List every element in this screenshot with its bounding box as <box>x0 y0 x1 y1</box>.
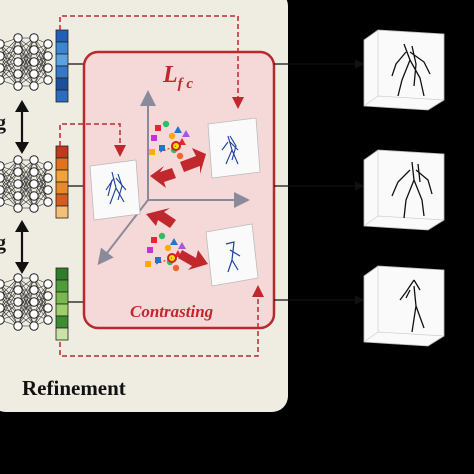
dashed-arrow-mid <box>59 123 126 157</box>
skeleton-3d-icon-bot <box>363 265 445 347</box>
skeleton-3d-icon-top <box>363 29 445 111</box>
block-arrow-icon-3 <box>146 208 176 228</box>
refinement-label: Refinement <box>22 376 126 400</box>
neural-net-icon-mid <box>0 155 53 213</box>
g-fragment-top: g <box>0 112 6 134</box>
feature-scatter-icon-lower <box>145 232 186 272</box>
feature-scatter-icon-upper <box>149 120 190 160</box>
contrasting-label: Contrasting <box>130 302 214 321</box>
feature-vector-top <box>55 29 69 103</box>
block-arrow-icon-2 <box>180 148 206 174</box>
block-arrow-icon-4 <box>178 250 208 270</box>
neural-net-icon-bot <box>0 273 53 331</box>
block-arrow-icon-1 <box>150 166 176 188</box>
double-arrow-icon-lower <box>15 220 29 274</box>
neural-net-icon-top <box>0 33 53 91</box>
dashed-arrow-bot <box>59 285 264 357</box>
loss-label: Lf c <box>163 62 194 92</box>
skeleton-3d-icon-mid <box>363 149 445 231</box>
skeleton-card-left <box>89 159 141 221</box>
double-arrow-icon-upper <box>15 100 29 154</box>
skeleton-card-upper <box>207 117 261 179</box>
dashed-arrow-top <box>59 15 244 109</box>
feature-vector-mid <box>55 145 69 219</box>
g-fragment-bottom: g <box>0 232 6 254</box>
feature-vector-bot <box>55 267 69 341</box>
skeleton-card-lower <box>205 223 259 287</box>
